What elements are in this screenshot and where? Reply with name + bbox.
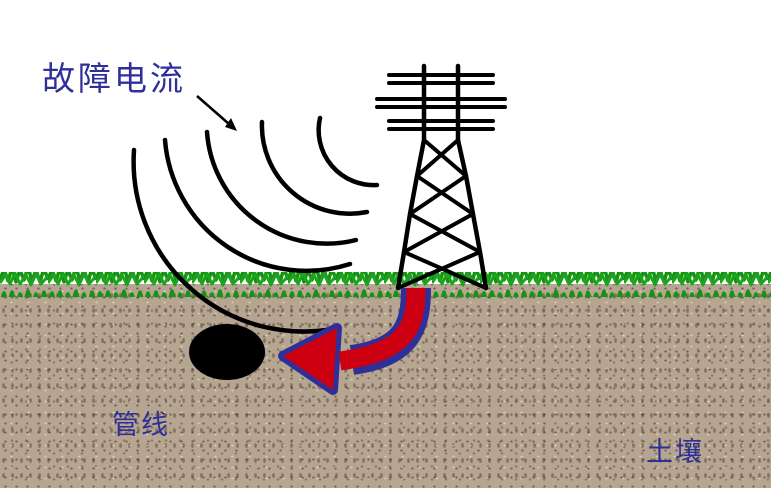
fault-arc-1 <box>316 115 380 188</box>
fault-arc-4 <box>162 137 353 273</box>
fault-current-label: 故障电流 <box>42 62 186 98</box>
fault-arc-3 <box>204 129 359 246</box>
fault-current-arcs <box>131 115 380 334</box>
arrow-head <box>283 328 337 390</box>
pointer-arrow-head <box>225 118 237 131</box>
pipeline-ellipse <box>189 324 265 380</box>
grass-line <box>0 272 771 297</box>
pointer-arrow-shaft <box>196 95 230 125</box>
fault-arc-2 <box>259 119 370 216</box>
soil-label: 土壤 <box>646 437 704 467</box>
label-pointer-arrow <box>196 95 237 131</box>
transmission-tower <box>375 63 507 291</box>
arrow-body <box>338 287 426 371</box>
soil-ground <box>0 284 771 488</box>
fault-current-arrow <box>278 287 431 395</box>
fault-arc-5 <box>131 147 341 334</box>
pipeline-label: 管线 <box>112 410 170 440</box>
tower-lattice-braces <box>396 138 488 290</box>
tower-crossarms <box>375 73 507 131</box>
